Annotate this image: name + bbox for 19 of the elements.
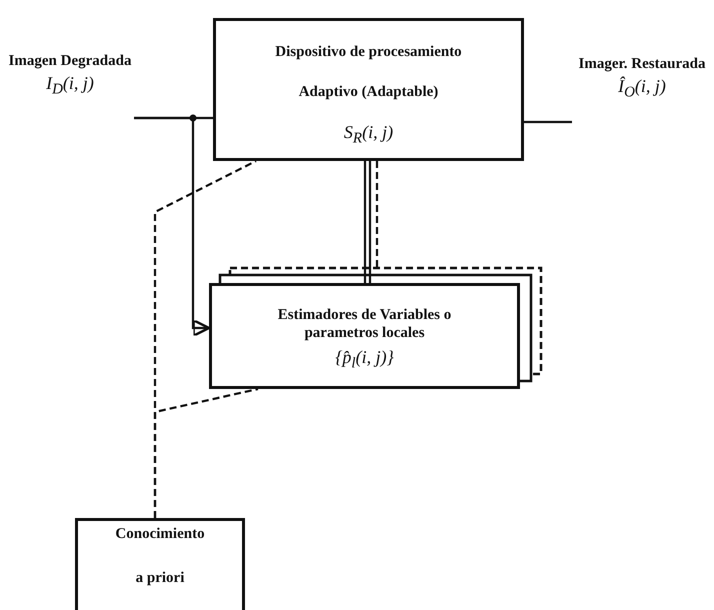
math-expression: Î$_{O}$(i, j) (618, 77, 666, 102)
node-text: Estimadores de Variables o parametros locales (276, 306, 452, 342)
connector-line (364, 160, 372, 284)
node-text: Conocimiento (115, 525, 205, 543)
process-box (213, 18, 524, 161)
node-text: a priori (136, 569, 184, 587)
math-expression: {p̂$_{l}$(i, j)} (335, 348, 394, 373)
math-expression: S$_{R}$(i, j) (344, 123, 394, 148)
connector-line (524, 120, 572, 124)
node-text: Dispositivo de procesamiento (275, 43, 462, 61)
node-text: Adaptivo (Adaptable) (298, 83, 438, 101)
arrow (134, 116, 210, 337)
math-expression: I$_{D}$(i, j) (46, 74, 94, 99)
node-text: Imagen Degradada (8, 52, 132, 70)
connector-line (376, 161, 378, 268)
connector-line (154, 388, 258, 518)
node-text: Imager. Restaurada (578, 55, 706, 73)
process-box (75, 518, 245, 610)
process-box (209, 283, 520, 389)
